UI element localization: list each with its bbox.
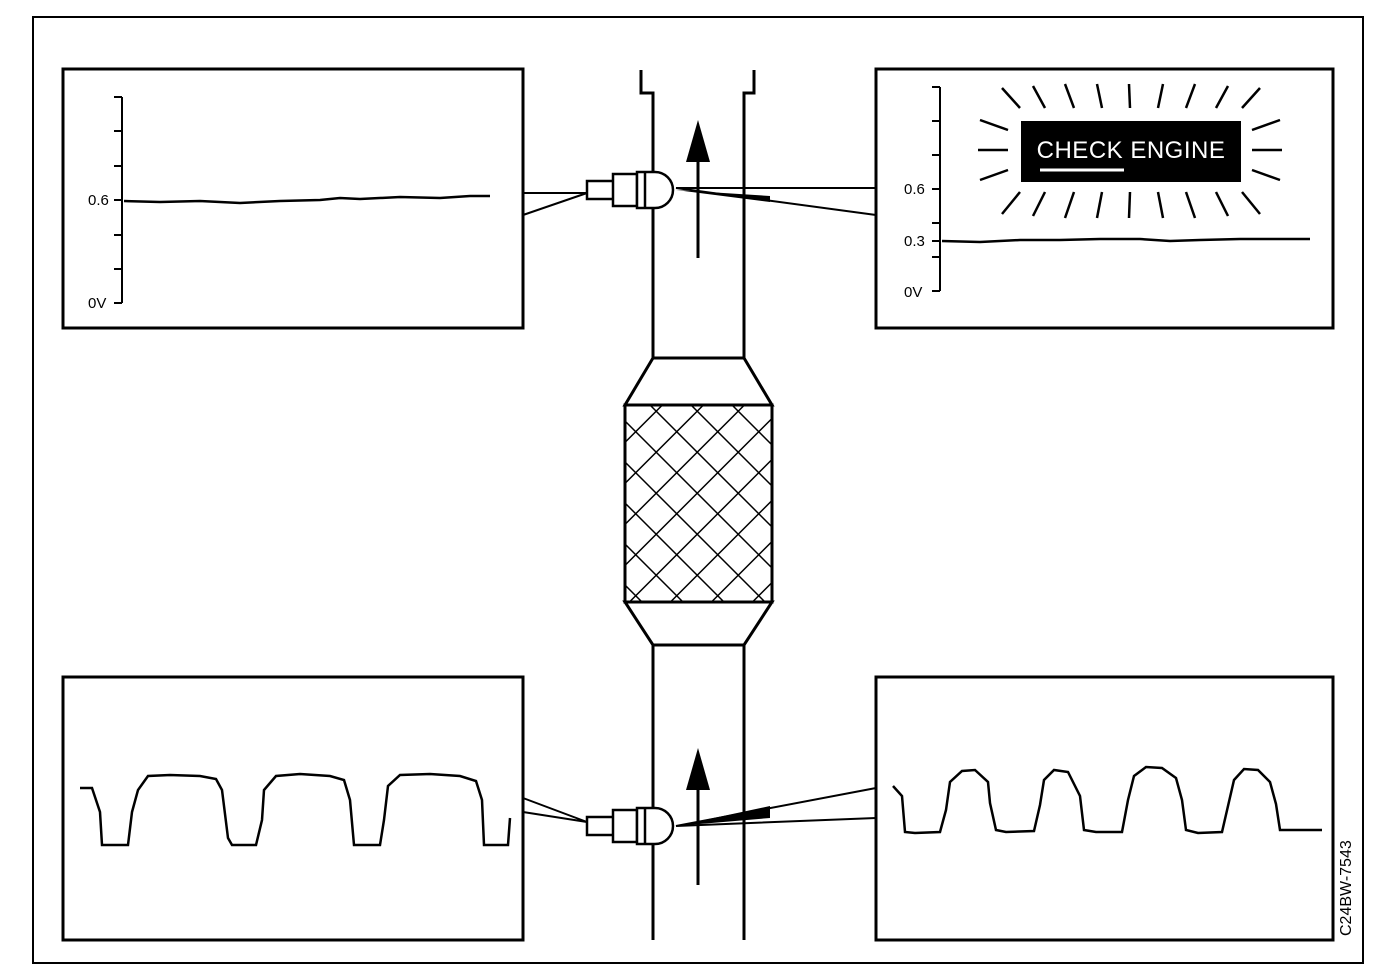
tick-label-0v: 0V: [904, 284, 922, 301]
trace-downstream-steady: [941, 237, 1310, 244]
scope-axis-downstream: [932, 86, 941, 292]
tick-label-0-3: 0.3: [904, 233, 925, 250]
oxygen-sensor-downstream: [585, 806, 675, 846]
tick-label-0-6: 0.6: [88, 192, 109, 209]
check-engine-light: CHECK ENGINE: [978, 83, 1282, 219]
tick-label-0-6: 0.6: [904, 181, 925, 198]
trace-upstream-switching: [80, 772, 512, 847]
check-engine-label: CHECK ENGINE: [1037, 137, 1226, 164]
figure-code: C24BW-7543: [1338, 840, 1355, 936]
check-engine-lamp: [1021, 121, 1241, 182]
scope-box-upstream-switching: [61, 675, 525, 942]
scope-box-downstream-switching: [874, 675, 1335, 942]
scope-box-downstream-steady: [874, 67, 1335, 330]
light-rays: [978, 83, 1282, 219]
trace-upstream-steady: [123, 194, 490, 205]
flow-arrow-downstream: [686, 748, 710, 885]
scope-axis-upstream: [114, 96, 123, 304]
flow-arrow-upstream: [686, 120, 710, 258]
tick-label-0v: 0V: [88, 295, 106, 312]
figure-border: [32, 16, 1364, 964]
scope-box-upstream-steady: [61, 67, 525, 330]
catalytic-converter: [622, 356, 775, 647]
oxygen-sensor-upstream: [585, 170, 675, 210]
trace-downstream-switching: [892, 765, 1322, 835]
